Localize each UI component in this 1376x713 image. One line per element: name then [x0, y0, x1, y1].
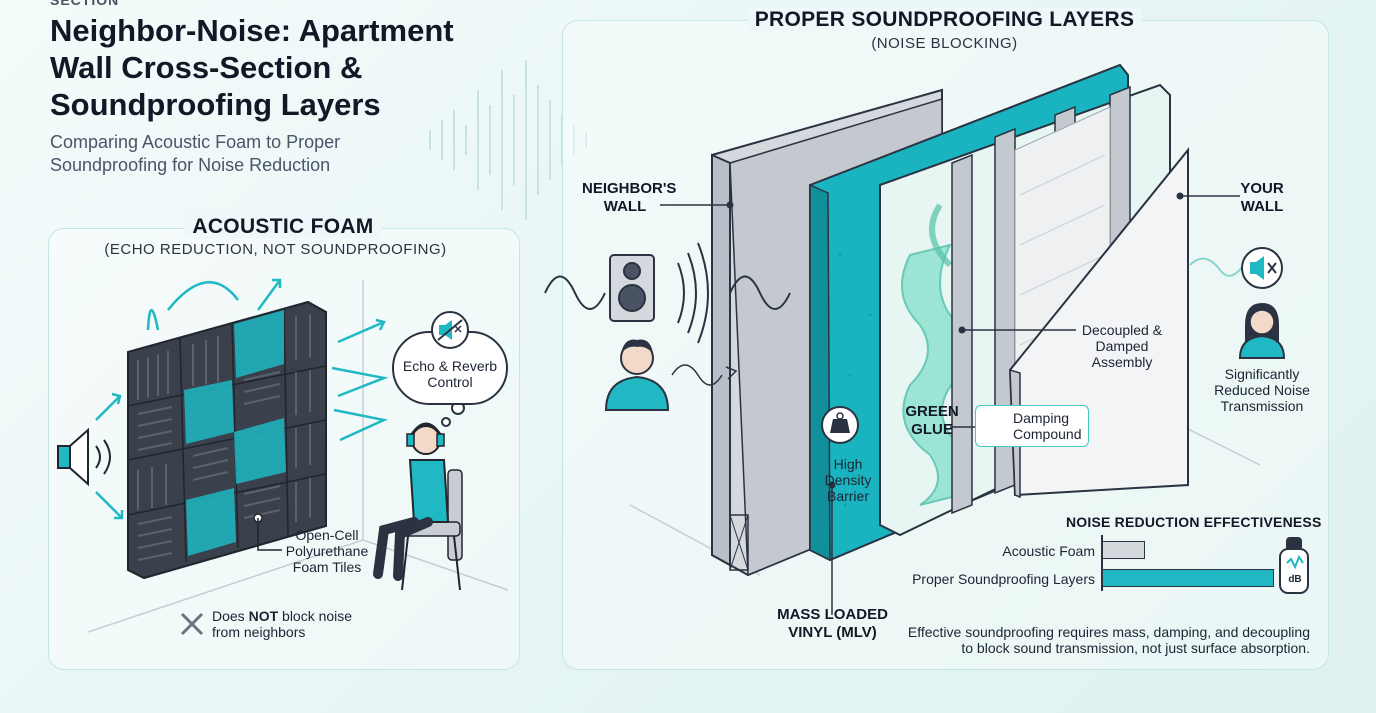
reduced-noise-label: Significantly Reduced Noise Transmission	[1214, 366, 1310, 414]
acoustic-foam-illustration	[57, 278, 509, 636]
calm-resident-icon	[1238, 303, 1286, 359]
decoupled-label: Decoupled & Damped Assembly	[1081, 322, 1163, 370]
neighbor-speaker-icon	[609, 254, 655, 322]
footnote: Effective soundproofing requires mass, d…	[907, 624, 1310, 656]
bubble-text: Echo & Reverb Control	[402, 358, 498, 390]
soundproofing-subtitle: (NOISE BLOCKING)	[871, 35, 1018, 52]
damping-label: Damping Compound	[1013, 410, 1082, 442]
chart-category-label-0: Acoustic Foam	[1002, 543, 1095, 559]
chart-title: NOISE REDUCTION EFFECTIVENESS	[1066, 514, 1322, 530]
acoustic-foam-title: ACOUSTIC FOAM	[48, 215, 518, 239]
acoustic-foam-subtitle: (ECHO REDUCTION, NOT SOUNDPROOFING)	[104, 241, 447, 258]
page-subtitle: Comparing Acoustic Foam to Proper Soundp…	[50, 132, 341, 175]
chart-category-label-1: Proper Soundproofing Layers	[912, 571, 1095, 587]
your-wall-label: YOUR WALL	[1240, 180, 1284, 215]
wall-cross-section	[544, 63, 1286, 615]
foam-tiles-label: Open-Cell Polyurethane Foam Tiles	[285, 527, 369, 575]
speaker-icon	[57, 427, 111, 487]
x-mark-icon	[180, 612, 204, 636]
soundproofing-title: PROPER SOUNDPROOFING LAYERS	[562, 8, 1327, 32]
listener-with-headphones	[373, 422, 463, 591]
high-density-label: High Density Barrier	[824, 456, 872, 504]
section-tag: SECTION	[50, 0, 120, 8]
foam-warning-text: Does NOT block noise from neighbors	[212, 608, 353, 640]
chart-bar-soundproofing	[1102, 569, 1274, 587]
mlv-label: MASS LOADED VINYL (MLV)	[777, 606, 888, 641]
decibel-meter-label: dB	[1288, 574, 1302, 585]
chart-axis	[1101, 535, 1103, 591]
quiet-speaker-icon	[1241, 247, 1283, 289]
annoyed-person-icon	[604, 339, 670, 411]
muted-speaker-icon	[431, 311, 469, 349]
neighbor-wall-label: NEIGHBOR'S WALL	[582, 180, 677, 215]
waveform-decoration	[429, 60, 587, 220]
damping-callout	[975, 405, 1089, 447]
chart-bar-acoustic-foam	[1102, 541, 1145, 559]
page-title: Neighbor-Noise: Apartment Wall Cross-Sec…	[50, 13, 454, 122]
weight-icon	[821, 406, 859, 444]
decibel-meter-icon	[1279, 537, 1309, 594]
green-glue-label: GREEN GLUE	[905, 403, 959, 438]
